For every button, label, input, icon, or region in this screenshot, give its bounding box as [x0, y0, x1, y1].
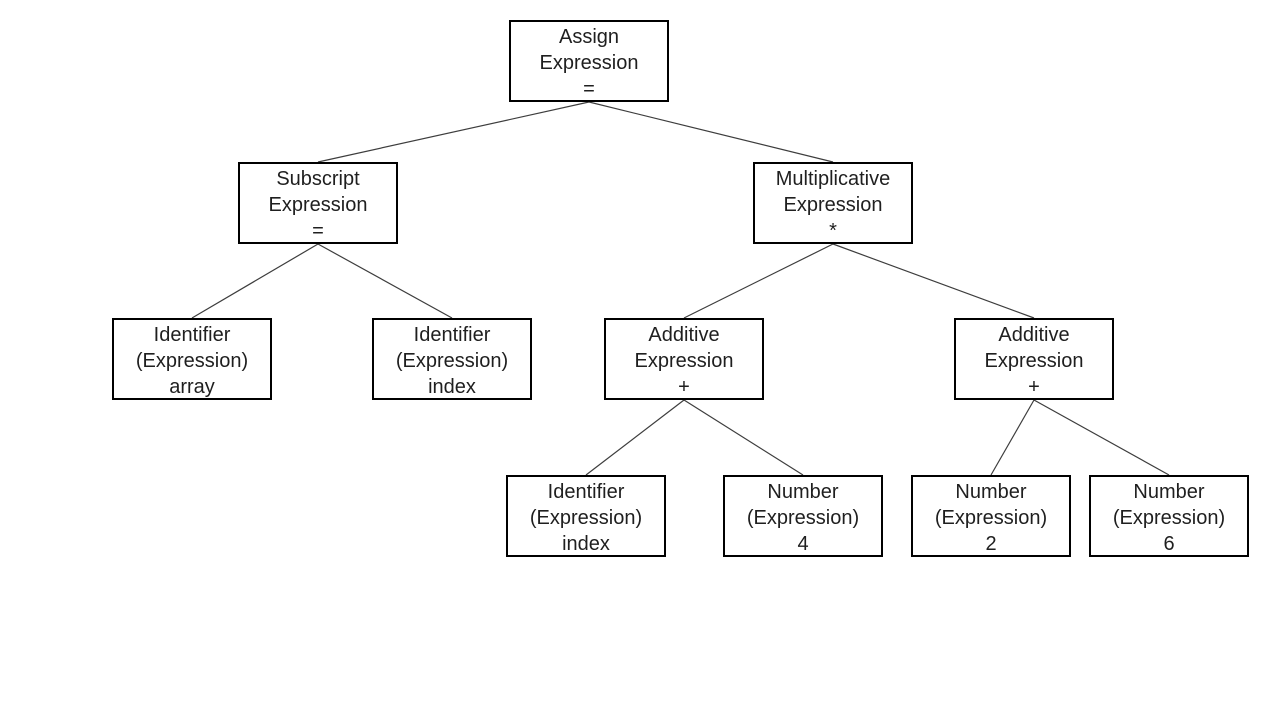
node-line: Number: [1133, 481, 1205, 503]
node-line: Additive: [648, 324, 720, 346]
node-line: Expression: [783, 194, 883, 216]
tree-node-additive-expression-left: Additive Expression +: [604, 318, 764, 400]
tree-node-multiplicative-expression: Multiplicative Expression *: [753, 162, 913, 244]
edge-subscript-identifier-array: [191, 243, 319, 319]
edge-subscript-identifier-index: [317, 243, 453, 319]
tree-node-identifier-array: Identifier (Expression) array: [112, 318, 272, 400]
tree-node-subscript-expression: Subscript Expression =: [238, 162, 398, 244]
node-value: 2: [985, 533, 997, 555]
tree-node-number-4: Number (Expression) 4: [723, 475, 883, 557]
node-operator: =: [583, 78, 595, 100]
node-line: (Expression): [135, 350, 249, 372]
edge-assign-multiplicative: [588, 101, 834, 163]
node-operator: +: [1028, 376, 1040, 398]
edge-additive-left-number-4: [683, 399, 804, 476]
node-line: Assign: [558, 26, 620, 48]
node-line: Additive: [998, 324, 1070, 346]
node-line: Multiplicative: [775, 168, 891, 190]
node-value: index: [562, 533, 610, 555]
node-line: (Expression): [529, 507, 643, 529]
tree-node-number-2: Number (Expression) 2: [911, 475, 1071, 557]
node-line: (Expression): [746, 507, 860, 529]
node-value: 6: [1163, 533, 1175, 555]
node-value: 4: [797, 533, 809, 555]
node-line: Expression: [634, 350, 734, 372]
node-line: Expression: [984, 350, 1084, 372]
node-value: index: [428, 376, 476, 398]
node-operator: *: [829, 220, 837, 242]
node-value: array: [169, 376, 215, 398]
node-line: (Expression): [934, 507, 1048, 529]
edge-assign-subscript: [317, 101, 590, 163]
node-line: Number: [955, 481, 1027, 503]
node-operator: =: [312, 220, 324, 242]
node-line: Expression: [539, 52, 639, 74]
node-line: (Expression): [1112, 507, 1226, 529]
tree-node-identifier-index-leaf: Identifier (Expression) index: [506, 475, 666, 557]
node-line: (Expression): [395, 350, 509, 372]
edge-additive-right-number-6: [1033, 399, 1170, 476]
tree-node-identifier-index: Identifier (Expression) index: [372, 318, 532, 400]
node-line: Number: [767, 481, 839, 503]
node-line: Identifier: [547, 481, 625, 503]
node-line: Identifier: [153, 324, 231, 346]
tree-node-additive-expression-right: Additive Expression +: [954, 318, 1114, 400]
tree-node-assign-expression: Assign Expression =: [509, 20, 669, 102]
edge-additive-left-identifier-index: [585, 399, 685, 476]
edge-additive-right-number-2: [990, 399, 1035, 476]
node-line: Identifier: [413, 324, 491, 346]
edge-multiplicative-additive-right: [832, 243, 1035, 319]
edge-multiplicative-additive-left: [683, 243, 834, 319]
node-operator: +: [678, 376, 690, 398]
node-line: Expression: [268, 194, 368, 216]
tree-node-number-6: Number (Expression) 6: [1089, 475, 1249, 557]
node-line: Subscript: [276, 168, 360, 190]
